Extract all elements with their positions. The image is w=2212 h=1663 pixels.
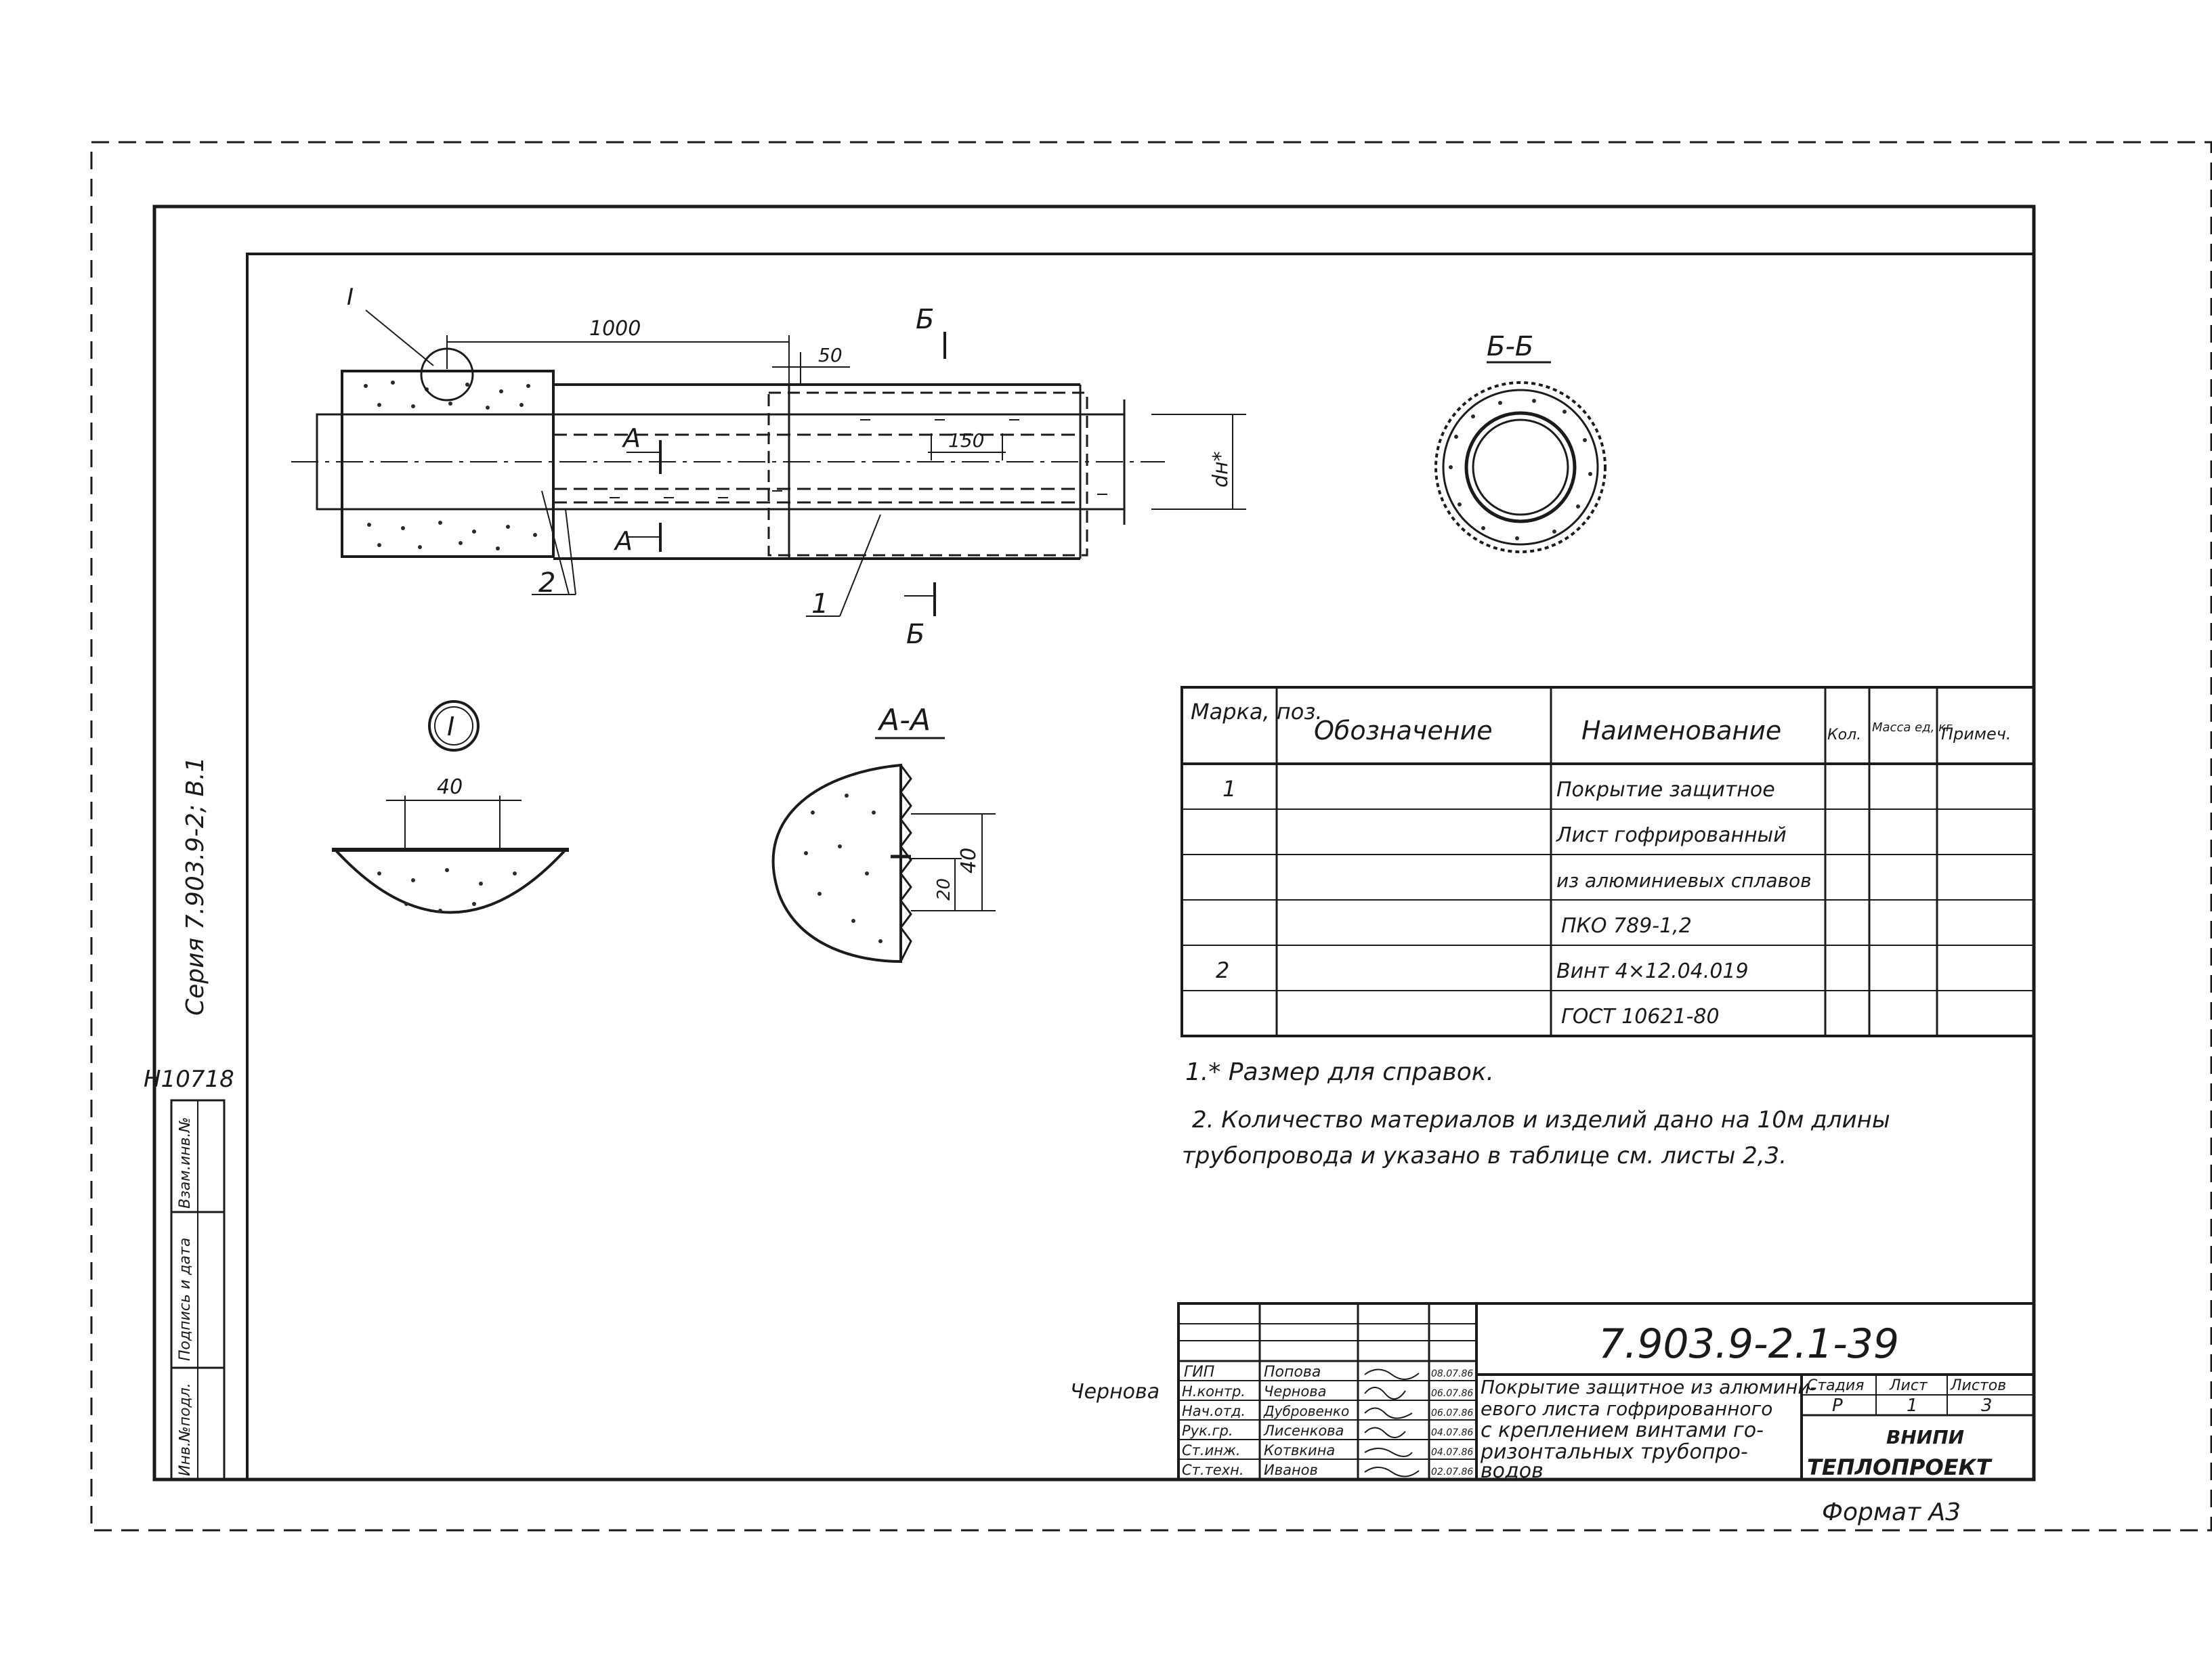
side-stamp: Инв.№подл. Подпись и дата Взам.инв.№ — [170, 1099, 226, 1481]
detail-i-leader-mark: I — [347, 284, 354, 311]
spec-row-1-name: Покрытие защитное — [1556, 778, 1775, 802]
detail-i-title-circle — [428, 700, 480, 752]
doc-number: 7.903.9-2.1-39 — [1598, 1320, 1899, 1368]
staff-name-2: Чернова — [1264, 1383, 1326, 1400]
staff-role-5: Ст.инж. — [1182, 1442, 1241, 1459]
view-aa-title: А-А — [877, 703, 931, 737]
inventory-code: Н10718 — [144, 1066, 234, 1093]
staff-role-4: Рук.гр. — [1182, 1423, 1233, 1439]
spec-header-qty: Кол. — [1827, 727, 1861, 743]
title-line-5: водов — [1481, 1459, 1544, 1483]
staff-name-5: Котвкина — [1264, 1442, 1335, 1459]
staff-role-1: ГИП — [1184, 1364, 1214, 1381]
staff-name-4: Лисенкова — [1263, 1423, 1344, 1439]
section-b-top: Б — [916, 304, 934, 335]
spec-header-mass: Масса ед, кг — [1872, 720, 1953, 735]
sheet-value: 1 — [1907, 1396, 1918, 1416]
spec-row-6-name: ГОСТ 10621-80 — [1561, 1005, 1720, 1029]
cover-overlap — [767, 391, 1088, 557]
insulation-left — [341, 370, 555, 558]
sheets-header: Листов — [1950, 1377, 2006, 1394]
bb-corrugated-shell — [1434, 381, 1607, 553]
title-line-3: с креплением винтами го- — [1481, 1419, 1764, 1442]
side-stamp-sign-date: Подпись и дата — [177, 1238, 194, 1361]
handwritten-note: Чернова — [1070, 1380, 1160, 1404]
org-line-1: ВНИПИ — [1886, 1426, 1964, 1448]
staff-name-1: Попова — [1264, 1364, 1321, 1381]
spec-table: Марка, поз. Обозначение Наименование Кол… — [1181, 686, 2035, 1037]
outer-sheet-border — [90, 141, 2212, 1532]
bb-insulation-outer — [1442, 389, 1599, 546]
title-line-2: евого листа гофрированного — [1481, 1398, 1772, 1420]
drawing-border — [246, 253, 2035, 1481]
staff-role-2: Н.контр. — [1182, 1383, 1246, 1400]
note-line-3: трубопровода и указано в таблице см. лис… — [1182, 1142, 1787, 1169]
callout-2: 2 — [538, 567, 555, 599]
title-line-1: Покрытие защитное из алюмини- — [1481, 1376, 1817, 1398]
view-aa-section: А-А 40 20 — [771, 703, 996, 964]
spec-row-1-mark: 1 — [1222, 776, 1236, 802]
staff-date-2: 06.07.86 — [1431, 1388, 1473, 1399]
bb-pipe-outer — [1464, 411, 1577, 523]
spec-row-3-name: из алюминиевых сплавов — [1556, 869, 1812, 892]
note-line-1: 1.* Размер для справок. — [1185, 1058, 1494, 1086]
dim-50: 50 — [818, 344, 843, 366]
aa-dim-20: 20 — [934, 878, 954, 901]
dim-150: 150 — [948, 429, 984, 452]
pipe-main-view: I 1000 50 150 dн* А А Б Б — [291, 284, 1246, 650]
spec-row-4-name: ПКО 789-1,2 — [1561, 914, 1692, 938]
staff-date-3: 06.07.86 — [1431, 1408, 1473, 1419]
stage-value: Р — [1832, 1396, 1843, 1416]
note-line-2: 2. Количество материалов и изделий дано … — [1192, 1106, 1890, 1133]
detail-i-shape — [332, 848, 569, 914]
bb-pipe-inner — [1472, 418, 1569, 516]
aa-dim-40: 40 — [957, 848, 981, 873]
staff-name-6: Иванов — [1264, 1462, 1318, 1478]
title-block: 7.903.9-2.1-39 ГИП Попова 08.07.86 Н.кон… — [1177, 1302, 2035, 1483]
staff-date-5: 04.07.86 — [1431, 1447, 1473, 1458]
side-stamp-replace: Взам.инв.№ — [177, 1117, 194, 1209]
org-line-2: ТЕПЛОПРОЕКТ — [1807, 1454, 1993, 1480]
dim-dn: dн* — [1209, 451, 1233, 488]
staff-role-3: Нач.отд. — [1182, 1403, 1246, 1419]
spec-header-mark: Марка, поз. — [1191, 699, 1323, 725]
dim-1000: 1000 — [589, 317, 641, 341]
callout-1: 1 — [811, 588, 828, 620]
detail-i-dim-40: 40 — [437, 775, 463, 799]
spec-header-designation: Обозначение — [1314, 716, 1493, 746]
detail-i-title: I — [447, 712, 454, 741]
stage-header: Стадия — [1807, 1377, 1864, 1394]
side-stamp-inv: Инв.№подл. — [177, 1383, 194, 1476]
section-b-bottom: Б — [906, 619, 924, 650]
staff-role-6: Ст.техн. — [1182, 1462, 1244, 1478]
spec-row-5-name: Винт 4×12.04.019 — [1556, 959, 1749, 983]
signatures — [1364, 1368, 1420, 1477]
sheet-header: Лист — [1889, 1377, 1928, 1394]
spec-row-2-name: Лист гофрированный — [1556, 823, 1787, 847]
spec-header-notes: Примеч. — [1941, 725, 2012, 743]
staff-date-1: 08.07.86 — [1431, 1368, 1473, 1379]
section-a-bottom: А — [613, 526, 633, 556]
detail-i-view: I 40 — [332, 700, 569, 914]
staff-date-4: 04.07.86 — [1431, 1427, 1473, 1438]
aa-corrugation — [899, 764, 912, 962]
series-label: Серия 7.903.9-2; В.1 — [182, 756, 209, 1016]
section-a-top: А — [621, 423, 641, 453]
sheets-value: 3 — [1981, 1396, 1993, 1416]
staff-date-6: 02.07.86 — [1431, 1467, 1473, 1477]
insulation-stipple — [364, 381, 537, 550]
spec-header-name: Наименование — [1581, 716, 1781, 746]
view-bb-cross-section: Б-Б — [1434, 331, 1607, 553]
spec-row-5-mark: 2 — [1216, 957, 1229, 983]
aa-insulation-shape — [771, 763, 902, 964]
title-line-4: ризонтальных трубопро- — [1480, 1440, 1748, 1464]
notes-block: 1.* Размер для справок. 2. Количество ма… — [1182, 1058, 1890, 1169]
format-label: Формат А3 — [1822, 1498, 1961, 1526]
view-bb-title: Б-Б — [1487, 331, 1533, 362]
screw-marks — [610, 419, 1107, 498]
staff-name-3: Дубровенко — [1263, 1403, 1349, 1419]
